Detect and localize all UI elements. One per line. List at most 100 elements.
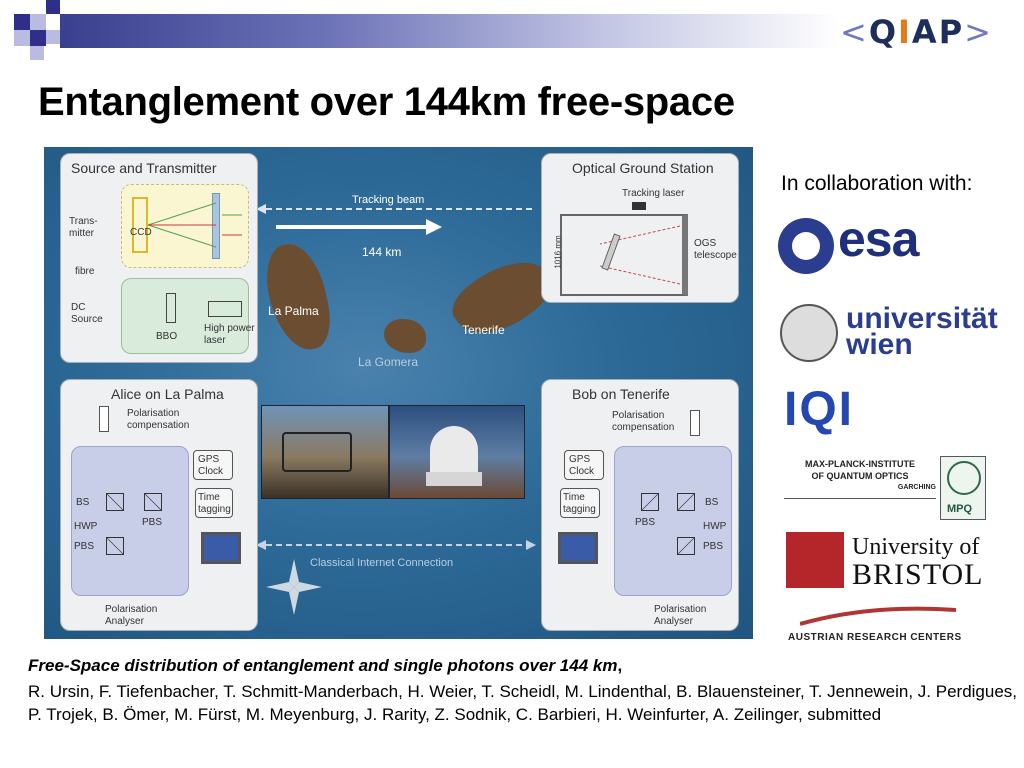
bob-box: Bob on Tenerife Polarisation compensatio… (541, 379, 739, 631)
ccd-element (132, 197, 148, 253)
laser-body (208, 301, 242, 317)
bbo-crystal (166, 293, 176, 323)
paper-authors: R. Ursin, F. Tiefenbacher, T. Schmitt-Ma… (28, 682, 1018, 724)
bristol-line-2: BRISTOL (852, 558, 984, 591)
slide-title: Entanglement over 144km free-space (38, 80, 735, 124)
mirror-size-label: 1016 mm (553, 235, 563, 269)
mpq-badge: MPQ (940, 456, 986, 520)
qiap-logo-bracket: > (964, 13, 993, 51)
alice-pol-analyser-label: Polarisation Analyser (105, 604, 158, 627)
iqi-logo: IQI (784, 383, 855, 436)
bob-hwp-label: HWP (703, 521, 727, 532)
la-palma-label: La Palma (268, 304, 319, 318)
transmitter-rays (147, 202, 242, 248)
minerva-icon (947, 461, 981, 495)
la-gomera-label: La Gomera (358, 355, 419, 369)
qiap-logo: < Q I A P > (840, 12, 1010, 52)
bob-pbs-1 (641, 493, 659, 511)
la-gomera-island (384, 319, 426, 353)
alice-pbs-1 (144, 493, 162, 511)
experiment-figure: Tracking beam 144 km La Palma Tenerife L… (44, 147, 753, 639)
tracking-laser-device (632, 202, 646, 210)
bbo-label: BBO (156, 331, 178, 342)
quantum-link-arrow (426, 219, 442, 235)
paper-title-text: Free-Space distribution of entanglement … (28, 656, 618, 675)
high-power-laser-label: High power laser (204, 323, 255, 346)
bob-pol-analyser-label: Polarisation Analyser (654, 604, 707, 627)
header-square (14, 14, 30, 30)
header-gradient-bar (60, 14, 840, 48)
bob-pbs-label: PBS (703, 541, 724, 552)
bob-time-tagging: Time tagging (560, 488, 600, 518)
esa-logo: esa (778, 211, 958, 274)
bob-pol-comp-label: Polarisation compensation (612, 410, 675, 433)
univie-seal-icon (780, 304, 838, 362)
qiap-logo-q: Q (868, 13, 899, 51)
ogs-dome-photo (389, 405, 525, 499)
bob-pbs-label-2: PBS (635, 517, 656, 528)
ccd-label: CCD (130, 227, 152, 238)
alice-analyser-area: BS HWP PBS PBS (71, 446, 189, 596)
alice-pbs-2 (106, 537, 124, 555)
header-square (14, 30, 30, 46)
qiap-logo-p: P (938, 13, 965, 51)
bristol-logo: University of BRISTOL (786, 528, 996, 592)
dc-source-area: BBO High power laser (121, 278, 255, 354)
alice-bs (106, 493, 124, 511)
bob-pbs-2 (677, 537, 695, 555)
tracking-beam-arrow (256, 204, 266, 214)
mpq-logo: MAX-PLANCK-INSTITUTE OF QUANTUM OPTICS G… (784, 454, 990, 520)
alice-hwp-label: HWP (74, 521, 98, 532)
tracking-beam-label: Tracking beam (352, 194, 425, 206)
figure-beams (256, 204, 536, 615)
transmitter-lens (212, 193, 220, 259)
alice-gps-clock: GPS Clock (193, 450, 233, 480)
alice-bs-label: BS (76, 497, 90, 508)
univie-line-1: universität (846, 302, 998, 335)
compass-rose-icon (266, 559, 322, 615)
dc-source-label: DC Source (71, 302, 103, 325)
alice-time-tagging: Time tagging (195, 488, 233, 518)
header-square (46, 0, 60, 14)
distance-label: 144 km (362, 245, 402, 259)
collaboration-heading: In collaboration with: (781, 172, 973, 195)
bob-computer-icon (558, 532, 598, 564)
alice-telescope-photo (261, 405, 389, 499)
univie-wordmark: universität wien (846, 302, 998, 360)
header-square (30, 30, 46, 46)
tenerife-label: Tenerife (462, 323, 505, 337)
paper-title: Free-Space distribution of entanglement … (28, 656, 623, 675)
source-transmitter-title: Source and Transmitter (71, 160, 217, 176)
fibre-label: fibre (75, 266, 95, 277)
bob-bs-label: BS (705, 497, 719, 508)
ogs-rays (599, 225, 681, 285)
qiap-logo-i: I (898, 13, 912, 51)
ogs-title: Optical Ground Station (572, 160, 714, 176)
qiap-logo-a: A (911, 13, 939, 51)
arc-swoosh-icon (800, 606, 957, 626)
univie-logo: universität wien (780, 304, 1010, 364)
arc-wordmark: AUSTRIAN RESEARCH CENTERS (788, 632, 962, 643)
alice-pol-comp-label: Polarisation compensation (127, 408, 190, 431)
alice-box: Alice on La Palma Polarisation compensat… (60, 379, 258, 631)
bob-bs (677, 493, 695, 511)
alice-pbs-label: PBS (74, 541, 95, 552)
mpq-text: MAX-PLANCK-INSTITUTE OF QUANTUM OPTICS G… (805, 459, 936, 491)
bob-analyser-area: BS HWP PBS PBS (614, 446, 732, 596)
bob-gps-clock: GPS Clock (564, 450, 604, 480)
ogs-telescope-tube (560, 214, 688, 296)
esa-wordmark: esa (838, 211, 919, 267)
observatory-dome (430, 426, 478, 474)
source-transmitter-box: Source and Transmitter CCD BBO High powe… (60, 153, 258, 363)
alice-pbs-label-2: PBS (142, 517, 163, 528)
classical-connection-label: Classical Internet Connection (310, 557, 454, 569)
ogs-box: Optical Ground Station Tracking laser OG… (541, 153, 739, 303)
header-square (46, 30, 60, 44)
alice-title: Alice on La Palma (111, 386, 224, 402)
header-square (30, 14, 46, 30)
alice-computer-icon (201, 532, 241, 564)
transmitter-label: Trans- mitter (69, 216, 98, 239)
bob-title: Bob on Tenerife (572, 386, 670, 402)
qiap-logo-bracket: < (840, 13, 869, 51)
